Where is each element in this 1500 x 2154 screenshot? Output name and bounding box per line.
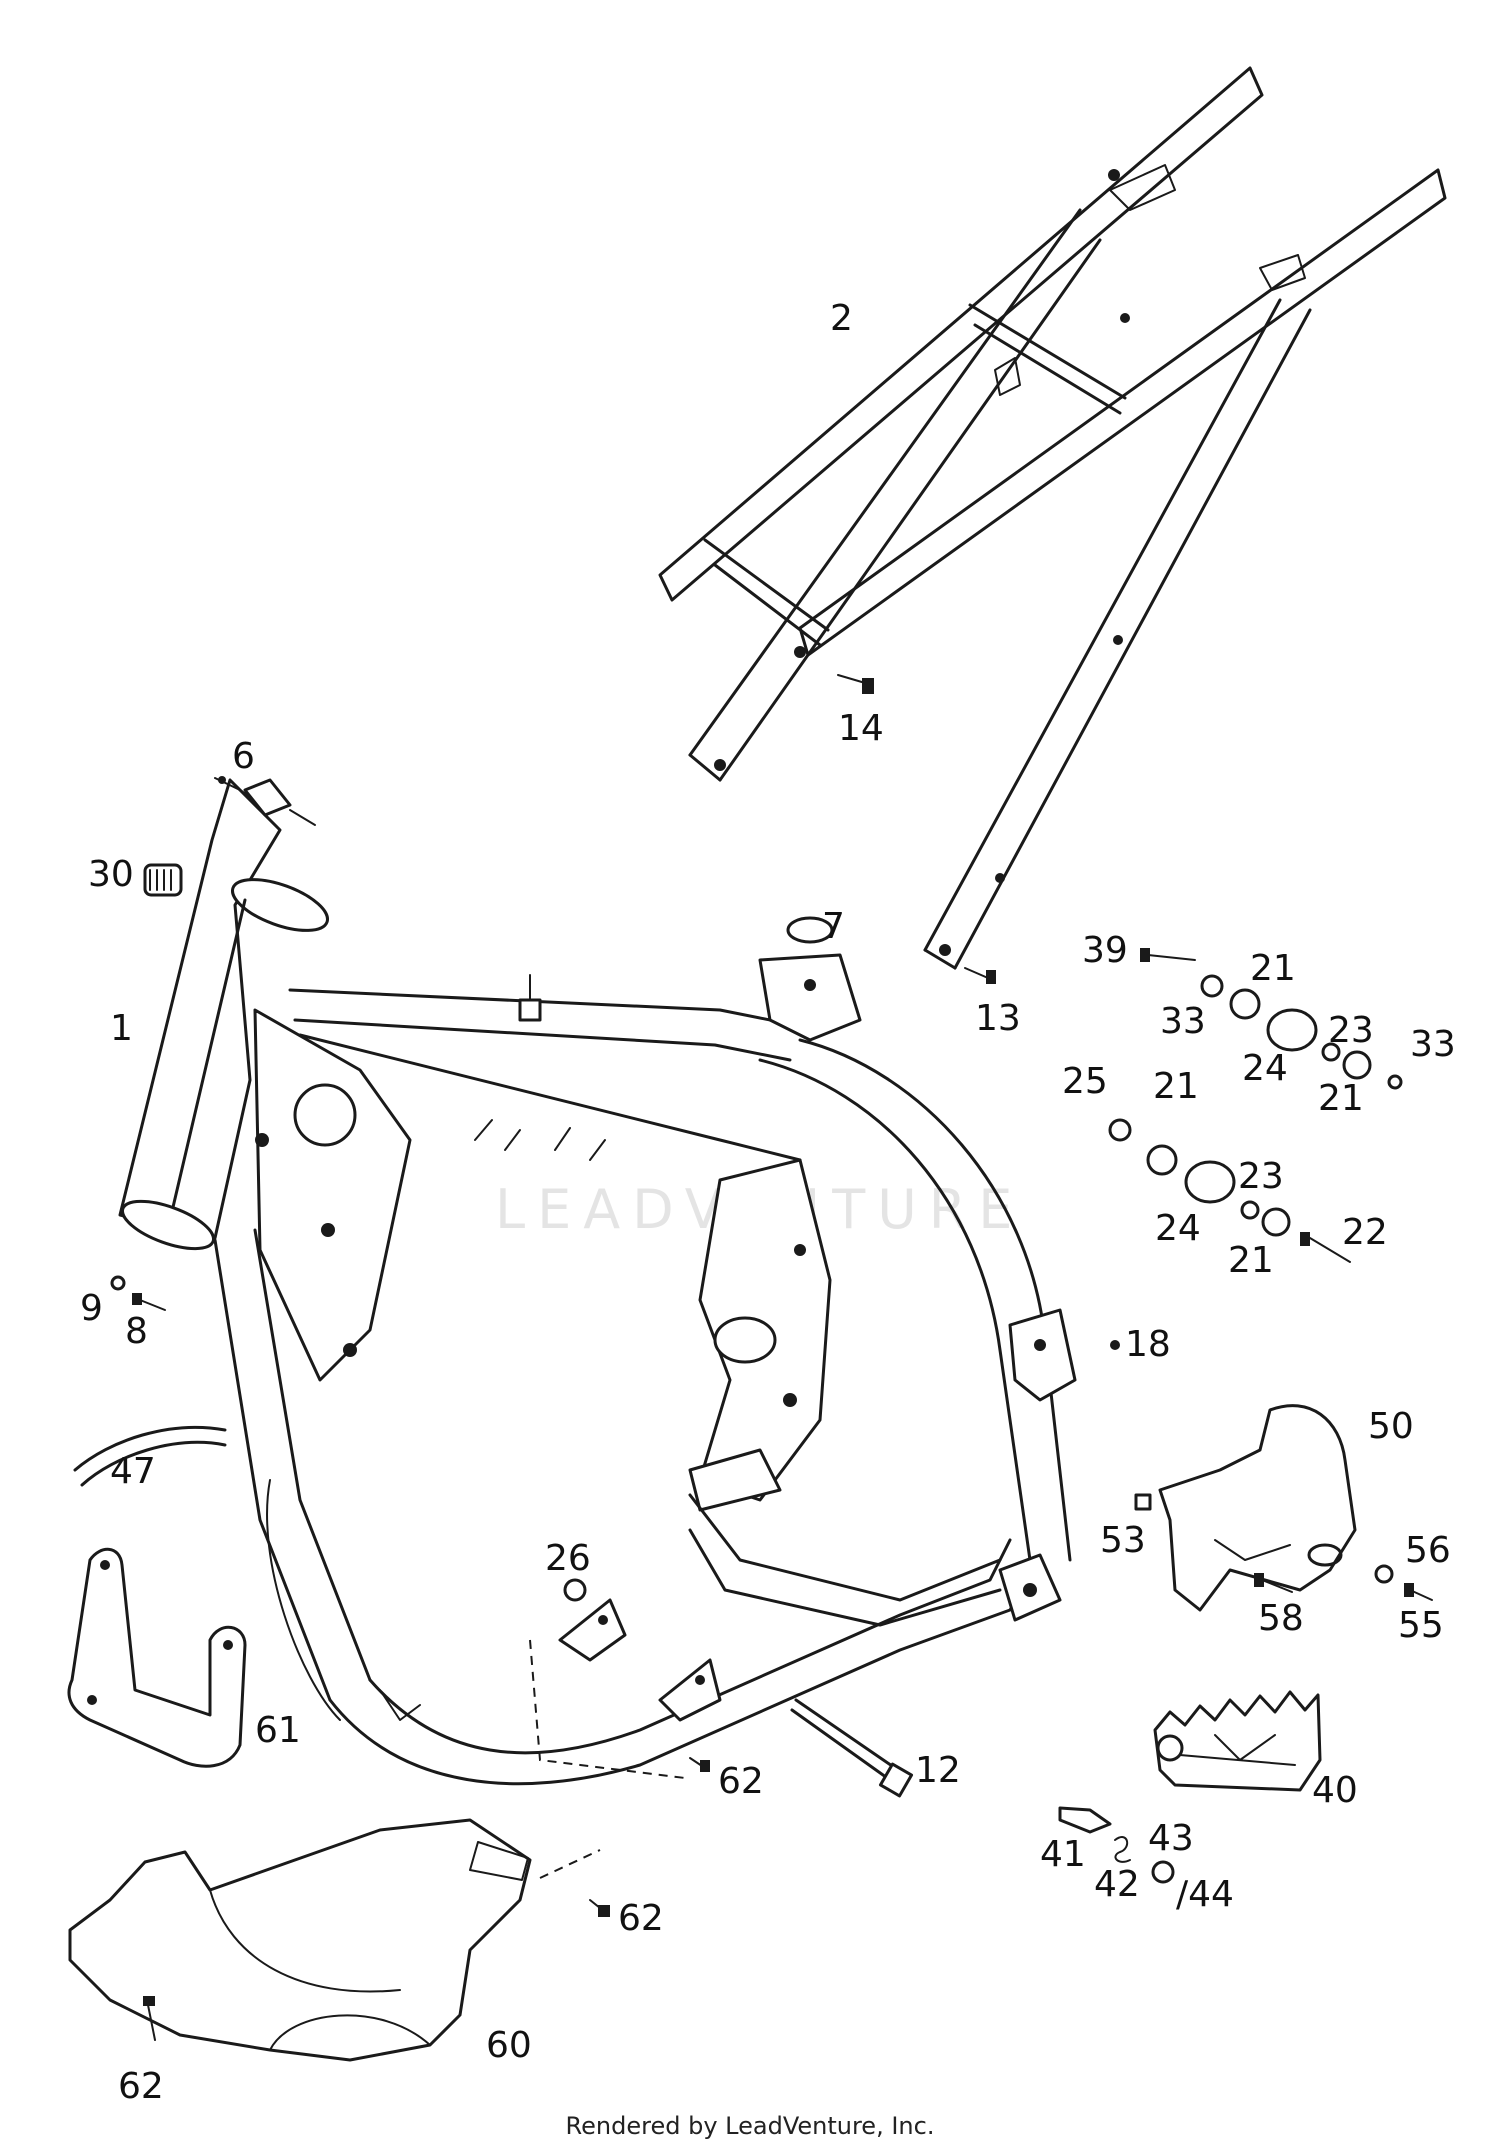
callout-50: 50 xyxy=(1368,1406,1414,1447)
callout-39: 39 xyxy=(1082,930,1128,971)
callout-22: 22 xyxy=(1342,1212,1388,1253)
callout-21d: 21 xyxy=(1228,1240,1274,1281)
callout-47: 47 xyxy=(110,1451,156,1492)
washer-56-part[interactable] xyxy=(1374,1564,1394,1584)
callout-55: 55 xyxy=(1398,1605,1444,1646)
callout-33a: 33 xyxy=(1160,1001,1206,1042)
bolt-8-part[interactable] xyxy=(132,1293,166,1311)
callout-labels: 1 2 6 7 8 9 12 13 14 18 21 21 21 21 22 2… xyxy=(80,298,1456,2107)
callout-24b: 24 xyxy=(1155,1208,1201,1249)
nut-9-part[interactable] xyxy=(110,1275,126,1291)
rear-subframe-part[interactable] xyxy=(658,66,1447,970)
hose-part[interactable] xyxy=(73,1425,227,1487)
bolt-14-part[interactable] xyxy=(837,674,874,694)
callout-21c: 21 xyxy=(1153,1066,1199,1107)
callout-44: /44 xyxy=(1176,1874,1234,1915)
callout-58: 58 xyxy=(1258,1598,1304,1639)
nut-26-part[interactable] xyxy=(563,1578,587,1602)
main-frame-part[interactable] xyxy=(117,778,1077,1786)
callout-12: 12 xyxy=(915,1750,961,1791)
callout-53: 53 xyxy=(1100,1520,1146,1561)
callout-7: 7 xyxy=(822,906,845,947)
bolt-13-part[interactable] xyxy=(964,967,996,984)
washer-44-part[interactable] xyxy=(1151,1860,1175,1884)
shock-bushing-kit-part[interactable] xyxy=(1108,948,1403,1263)
callout-41: 41 xyxy=(1040,1834,1086,1875)
footpeg-bracket-part[interactable] xyxy=(1158,1404,1357,1612)
callout-56: 56 xyxy=(1405,1530,1451,1571)
callout-23b: 23 xyxy=(1238,1156,1284,1197)
footpeg-part[interactable] xyxy=(1153,1690,1322,1792)
callout-21b: 21 xyxy=(1318,1078,1364,1119)
callout-6: 6 xyxy=(232,736,255,777)
bolt-55-part[interactable] xyxy=(1404,1583,1433,1601)
screw-18-part[interactable] xyxy=(1110,1340,1120,1350)
bolt-58-part[interactable] xyxy=(1254,1573,1293,1593)
bearing-part[interactable] xyxy=(143,863,183,897)
spring-part[interactable] xyxy=(1114,1836,1131,1863)
callout-24a: 24 xyxy=(1242,1048,1288,1089)
callout-61: 61 xyxy=(255,1710,301,1751)
callout-26: 26 xyxy=(545,1538,591,1579)
callout-9: 9 xyxy=(80,1288,103,1329)
callout-13: 13 xyxy=(975,998,1021,1039)
callout-1: 1 xyxy=(110,1008,133,1049)
callout-30: 30 xyxy=(88,854,134,895)
callout-8: 8 xyxy=(125,1311,148,1352)
callout-42: 42 xyxy=(1094,1864,1140,1905)
bolt-62c-part[interactable] xyxy=(143,1996,156,2041)
callout-62c: 62 xyxy=(118,2066,164,2107)
callout-62a: 62 xyxy=(718,1761,764,1802)
spacer-53-part[interactable] xyxy=(1134,1493,1152,1511)
callout-23a: 23 xyxy=(1328,1010,1374,1051)
bolt-12-part[interactable] xyxy=(790,1698,914,1798)
callout-18: 18 xyxy=(1125,1324,1171,1365)
bolt-62b-part[interactable] xyxy=(589,1899,610,1917)
callout-14: 14 xyxy=(838,708,884,749)
callout-25: 25 xyxy=(1062,1061,1108,1102)
callout-40: 40 xyxy=(1312,1770,1358,1811)
skid-plate-bracket-part[interactable] xyxy=(67,1547,247,1768)
footer-credit: Rendered by LeadVenture, Inc. xyxy=(565,2112,935,2140)
skid-plate-part[interactable] xyxy=(68,1818,532,2062)
callout-2: 2 xyxy=(830,298,853,339)
cable-guide-part[interactable] xyxy=(214,776,316,826)
callout-60: 60 xyxy=(486,2025,532,2066)
callout-33b: 33 xyxy=(1410,1024,1456,1065)
callout-62b: 62 xyxy=(618,1898,664,1939)
plug-part[interactable] xyxy=(786,916,834,944)
callout-21a: 21 xyxy=(1250,948,1296,989)
bolt-62a-part[interactable] xyxy=(689,1757,710,1772)
footpeg-pin-part[interactable] xyxy=(1058,1806,1112,1834)
callout-43: 43 xyxy=(1148,1818,1194,1859)
leader-line xyxy=(539,1849,601,1879)
